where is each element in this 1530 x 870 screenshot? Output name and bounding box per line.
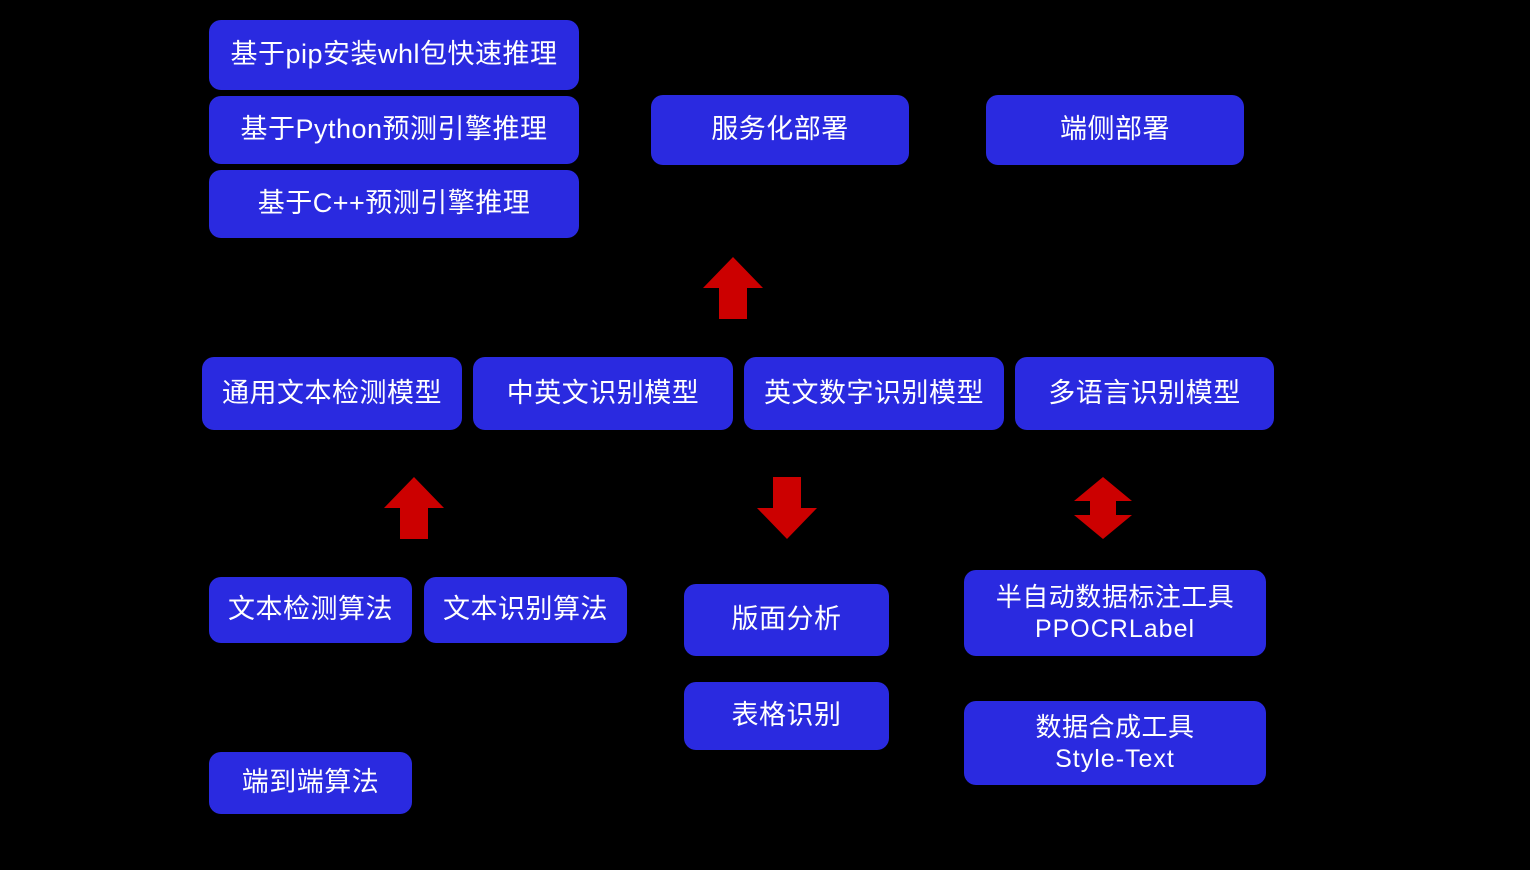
node-general-text-detection-model[interactable]: 通用文本检测模型 bbox=[202, 357, 462, 430]
node-semi-auto-data-labeling-tool[interactable]: 半自动数据标注工具 PPOCRLabel bbox=[964, 570, 1266, 656]
node-multilingual-recognition-model[interactable]: 多语言识别模型 bbox=[1015, 357, 1274, 430]
node-label: 文本识别算法 bbox=[443, 594, 608, 625]
node-table-recognition[interactable]: 表格识别 bbox=[684, 682, 889, 750]
node-label: 半自动数据标注工具 bbox=[995, 581, 1235, 612]
node-label: 基于C++预测引擎推理 bbox=[257, 188, 531, 219]
node-text-detection-algorithm[interactable]: 文本检测算法 bbox=[209, 577, 412, 643]
node-label: 通用文本检测模型 bbox=[222, 377, 442, 408]
node-label: 基于pip安装whl包快速推理 bbox=[230, 39, 558, 70]
arrow-models-to-deployment bbox=[703, 257, 763, 319]
node-sublabel: PPOCRLabel bbox=[1034, 614, 1196, 643]
arrow-models-to-data-tools bbox=[1074, 477, 1132, 539]
arrow-models-to-document-analysis bbox=[757, 477, 817, 539]
node-label: 端到端算法 bbox=[241, 767, 380, 798]
node-label: 端侧部署 bbox=[1060, 114, 1170, 145]
node-sublabel: Style-Text bbox=[1055, 744, 1175, 773]
node-service-deployment[interactable]: 服务化部署 bbox=[651, 95, 909, 165]
node-edge-deployment[interactable]: 端侧部署 bbox=[986, 95, 1244, 165]
node-label: 版面分析 bbox=[731, 604, 842, 635]
node-label: 文本检测算法 bbox=[228, 594, 393, 625]
node-label: 中英文识别模型 bbox=[506, 377, 700, 408]
node-label: 服务化部署 bbox=[711, 114, 849, 145]
node-chinese-english-recognition-model[interactable]: 中英文识别模型 bbox=[473, 357, 733, 430]
node-text-recognition-algorithm[interactable]: 文本识别算法 bbox=[424, 577, 627, 643]
arrow-algorithms-to-models bbox=[384, 477, 444, 539]
node-label: 英文数字识别模型 bbox=[764, 377, 984, 408]
node-python-engine-inference[interactable]: 基于Python预测引擎推理 bbox=[209, 96, 579, 164]
node-end-to-end-algorithm[interactable]: 端到端算法 bbox=[209, 752, 412, 814]
node-cpp-engine-inference[interactable]: 基于C++预测引擎推理 bbox=[209, 170, 579, 238]
node-label: 数据合成工具 bbox=[1035, 711, 1195, 742]
node-layout-analysis[interactable]: 版面分析 bbox=[684, 584, 889, 656]
node-label: 基于Python预测引擎推理 bbox=[240, 114, 548, 145]
node-label: 多语言识别模型 bbox=[1048, 377, 1241, 408]
node-pip-whl-inference[interactable]: 基于pip安装whl包快速推理 bbox=[209, 20, 579, 90]
node-data-synthesis-tool[interactable]: 数据合成工具 Style-Text bbox=[964, 701, 1266, 785]
node-english-numeric-recognition-model[interactable]: 英文数字识别模型 bbox=[744, 357, 1004, 430]
node-label: 表格识别 bbox=[731, 700, 842, 731]
